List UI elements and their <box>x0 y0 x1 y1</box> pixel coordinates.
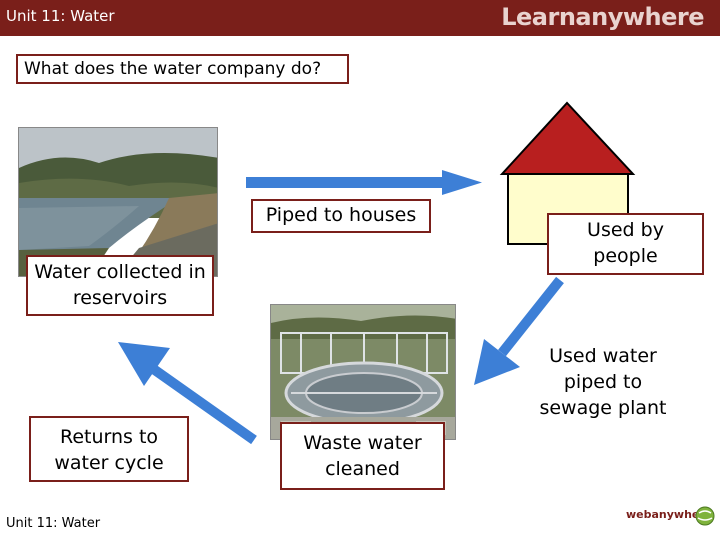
treatment-plant-photo <box>270 304 456 440</box>
sewage-text: Used water piped to sewage plant <box>538 343 668 421</box>
header-bar: Unit 11: Water Learnanywhere <box>0 0 720 36</box>
used-by-people-box: Used by people <box>547 213 704 275</box>
footer-text: Unit 11: Water <box>6 516 100 531</box>
piped-to-houses-box: Piped to houses <box>251 199 431 233</box>
question-box: What does the water company do? <box>16 54 349 84</box>
globe-icon <box>695 506 715 526</box>
brand-logo: Learnanywhere <box>501 3 704 31</box>
header-title: Unit 11: Water <box>6 7 115 25</box>
water-collected-box: Water collected in reservoirs <box>26 255 214 316</box>
arrow-right-icon <box>246 170 486 196</box>
waste-water-cleaned-box: Waste water cleaned <box>280 422 445 490</box>
returns-to-water-cycle-box: Returns to water cycle <box>29 416 189 482</box>
